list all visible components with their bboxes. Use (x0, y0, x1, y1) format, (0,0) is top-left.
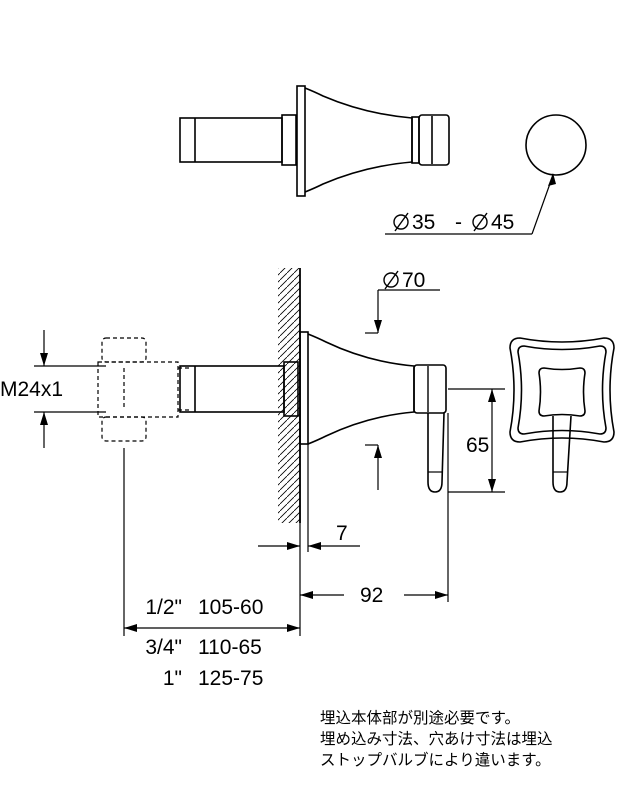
dimension-table: 1/2" 105-60 3/4" 110-65 1" 125-75 (145, 596, 263, 690)
note-line: ストップバルブにより違います。 (320, 751, 551, 769)
top-stem-collar (281, 114, 297, 166)
dia-range-a: 35 (412, 211, 435, 234)
thread-label: M24x1 (0, 378, 63, 401)
round-rosette (525, 114, 587, 176)
table-size: 1" (163, 667, 182, 690)
front-handle-hub (538, 367, 586, 417)
leader-arrow (548, 173, 556, 186)
dimension-lines (34, 289, 505, 636)
diameter-symbol (393, 212, 488, 232)
table-size: 3/4" (145, 636, 182, 659)
side-escutcheon (307, 333, 415, 445)
dia-range-sep: - (455, 211, 462, 234)
dia-flange-value: 70 (402, 269, 425, 292)
front-view (509, 337, 615, 493)
note-line: 埋め込み寸法、穴あけ寸法は埋込 (320, 730, 553, 748)
side-flange (299, 331, 309, 445)
front-lever (552, 415, 572, 493)
side-handle-hub (413, 364, 447, 414)
table-size: 1/2" (145, 596, 182, 619)
square-rosette-inner (517, 345, 607, 435)
top-view (179, 85, 450, 197)
dia-range-b: 45 (491, 211, 514, 234)
flange-thickness-label: 7 (336, 522, 348, 545)
valve-body-phantom (97, 337, 190, 442)
wall-hatch (278, 268, 300, 523)
top-escutcheon (304, 87, 413, 193)
table-range: 110-65 (198, 636, 262, 659)
side-lever (427, 412, 445, 493)
top-handle-ring (411, 116, 420, 164)
total-projection-label: 92 (360, 584, 383, 607)
top-handle (418, 114, 450, 166)
diameter-symbol (383, 270, 399, 290)
note-line: 埋込本体部が別途必要です。 (320, 709, 520, 727)
dimension-arrows (40, 320, 496, 632)
top-flange (296, 85, 306, 197)
installation-note: 埋込本体部が別途必要です。 埋め込み寸法、穴あけ寸法は埋込 ストップバルブにより… (320, 708, 553, 771)
side-stem (179, 361, 299, 417)
square-rosette-outer (509, 337, 615, 443)
dia-range-label: 35 - 45 (393, 211, 514, 234)
leader-dia-range (385, 177, 553, 235)
table-range: 125-75 (198, 667, 263, 690)
table-range: 105-60 (198, 596, 263, 619)
handle-height-label: 65 (466, 434, 489, 457)
dia-flange-label: 70 (383, 269, 425, 292)
